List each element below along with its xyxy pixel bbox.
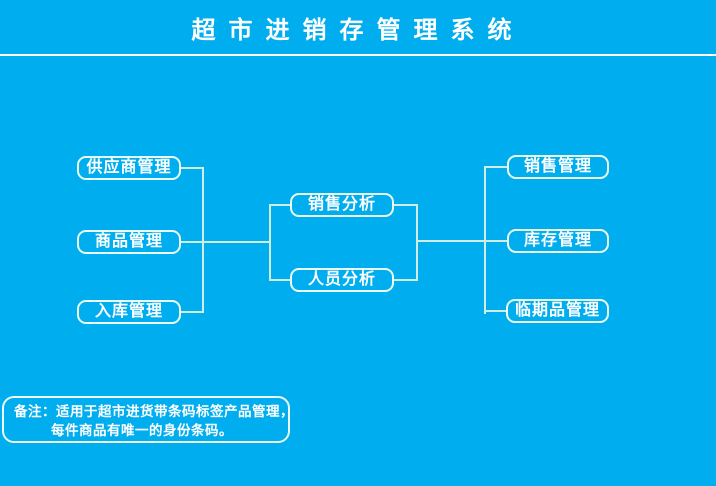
- connector-line: [394, 204, 418, 206]
- node-label: 临期品管理: [514, 302, 600, 319]
- app-title: 超市进销存管理系统: [191, 17, 525, 44]
- connector-line: [269, 204, 271, 281]
- connector-line: [416, 240, 507, 242]
- connector-line: [416, 204, 418, 281]
- node-inbound-management[interactable]: 入库管理: [77, 300, 181, 324]
- node-expiring-goods-management[interactable]: 临期品管理: [506, 299, 609, 323]
- connector-line: [484, 310, 507, 312]
- node-label: 商品管理: [94, 233, 163, 250]
- note-line-1: 备注：适用于超市进货带条码标签产品管理，: [14, 404, 294, 419]
- title-divider: [0, 54, 716, 56]
- connector-line: [181, 167, 204, 169]
- node-label: 销售管理: [523, 158, 592, 175]
- connector-line: [202, 167, 204, 313]
- connector-line: [269, 279, 290, 281]
- node-sales-analysis[interactable]: 销售分析: [290, 193, 394, 217]
- node-label: 销售分析: [307, 196, 376, 213]
- title-bar: 超市进销存管理系统: [0, 0, 716, 54]
- connector-line: [484, 166, 507, 168]
- node-label: 供应商管理: [86, 159, 172, 176]
- connector-line: [394, 279, 418, 281]
- note-box: 备注：适用于超市进货带条码标签产品管理， 每件商品有唯一的身份条码。: [2, 396, 294, 443]
- node-inventory-management[interactable]: 库存管理: [507, 229, 609, 253]
- node-staff-analysis[interactable]: 人员分析: [290, 268, 394, 292]
- connector-line: [269, 204, 290, 206]
- node-product-management[interactable]: 商品管理: [77, 230, 181, 254]
- node-sales-management[interactable]: 销售管理: [507, 155, 609, 179]
- node-label: 入库管理: [94, 303, 163, 320]
- connector-line: [181, 241, 271, 243]
- note-line-2: 每件商品有唯一的身份条码。: [51, 423, 233, 438]
- node-label: 人员分析: [307, 271, 376, 288]
- connector-line: [484, 166, 486, 314]
- connector-line: [181, 311, 204, 313]
- node-label: 库存管理: [523, 232, 592, 249]
- node-supplier-management[interactable]: 供应商管理: [77, 156, 181, 180]
